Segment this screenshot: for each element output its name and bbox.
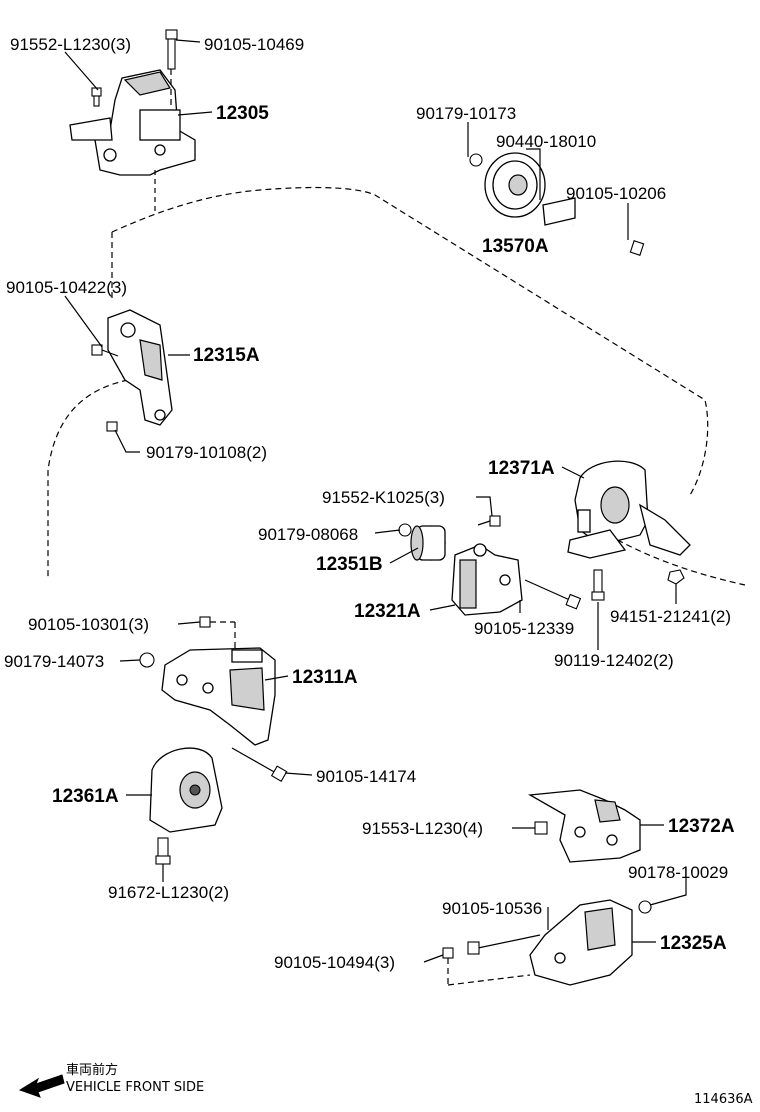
label-90105-10469: 90105-10469 [204,35,304,54]
label-90440-18010: 90440-18010 [496,132,596,151]
label-90105-10494: 90105-10494(3) [274,953,395,972]
label-90105-10536: 90105-10536 [442,899,542,918]
bushing-12351B[interactable] [410,525,446,561]
label-91553-L1230: 91553-L1230(4) [362,819,483,838]
label-90105-14174: 90105-14174 [316,767,416,786]
label-12305: 12305 [216,103,269,124]
nut-94151-21241[interactable] [667,569,685,585]
bolt-91553-L1230[interactable] [534,821,548,835]
nut-90179-10108[interactable] [106,421,118,432]
nut-90178-10029[interactable] [638,900,652,914]
bolt-90105-12339[interactable] [524,579,582,610]
bolt-91552-L1230[interactable] [91,87,102,107]
engine-mount-12371A[interactable] [567,460,691,559]
engine-outline [47,186,746,586]
label-90105-10206: 90105-10206 [566,184,666,203]
label-94151-21241: 94151-21241(2) [610,607,731,626]
engine-mount-12361A[interactable] [149,747,223,833]
label-12361A: 12361A [52,786,119,807]
direction-label-en: VEHICLE FRONT SIDE [66,1080,204,1095]
mount-bracket-12311A[interactable] [161,647,276,746]
direction-label-jp: 車両前方 [66,1062,118,1078]
bolt-90119-12402[interactable] [591,569,605,601]
bolt-90105-10422[interactable] [91,344,119,357]
label-90119-12402: 90119-12402(2) [554,651,674,670]
label-90105-10422: 90105-10422(3) [6,278,127,297]
vehicle-front-indicator: 車両前方 VEHICLE FRONT SIDE [18,1062,204,1098]
figure-id: 114636A [694,1092,753,1107]
idler-pulley-13570A[interactable] [484,152,576,226]
label-12315A: 12315A [193,345,260,366]
label-12321A: 12321A [354,601,421,622]
part-labels: 91552-L1230(3) 90105-10469 12305 90179-1… [4,35,735,972]
bolt-90105-10536[interactable] [467,934,541,955]
label-90179-08068: 90179-08068 [258,525,358,544]
label-91672-L1230: 91672-L1230(2) [108,883,229,902]
label-12351B: 12351B [316,554,383,575]
leader-lines [64,39,687,963]
label-91552-K1025: 91552-K1025(3) [322,488,445,507]
bracket-12321A[interactable] [451,543,523,616]
bolt-90105-10206[interactable] [572,223,645,256]
mount-bracket-12325A[interactable] [529,899,633,986]
nut-90179-08068[interactable] [398,523,412,537]
label-12372A: 12372A [668,816,735,837]
bolt-91672-L1230[interactable] [155,837,171,865]
mount-bracket-12372A[interactable] [527,789,641,863]
label-12371A: 12371A [488,458,555,479]
mount-bracket-12315A[interactable] [107,309,173,426]
label-90179-14073: 90179-14073 [4,652,104,671]
bolt-91552-K1025[interactable] [477,515,501,527]
label-90178-10029: 90178-10029 [628,863,728,882]
label-90105-10301: 90105-10301(3) [28,615,149,634]
bolt-90105-14174[interactable] [231,747,288,782]
bolt-90105-10494[interactable] [442,947,531,986]
front-arrow-icon [18,1074,65,1098]
label-12311A: 12311A [292,667,358,688]
label-13570A: 13570A [482,236,549,257]
label-90179-10173: 90179-10173 [416,104,516,123]
nut-90179-14073[interactable] [139,652,155,668]
label-90179-10108: 90179-10108(2) [146,443,267,462]
label-91552-L1230: 91552-L1230(3) [10,35,131,54]
bolt-90105-10301[interactable] [199,616,236,650]
engine-mount-12305[interactable] [69,69,196,215]
label-12325A: 12325A [660,933,727,954]
bolt-90105-10469[interactable] [165,29,178,105]
label-90105-12339: 90105-12339 [474,619,574,638]
nut-90179-10173[interactable] [469,153,483,167]
